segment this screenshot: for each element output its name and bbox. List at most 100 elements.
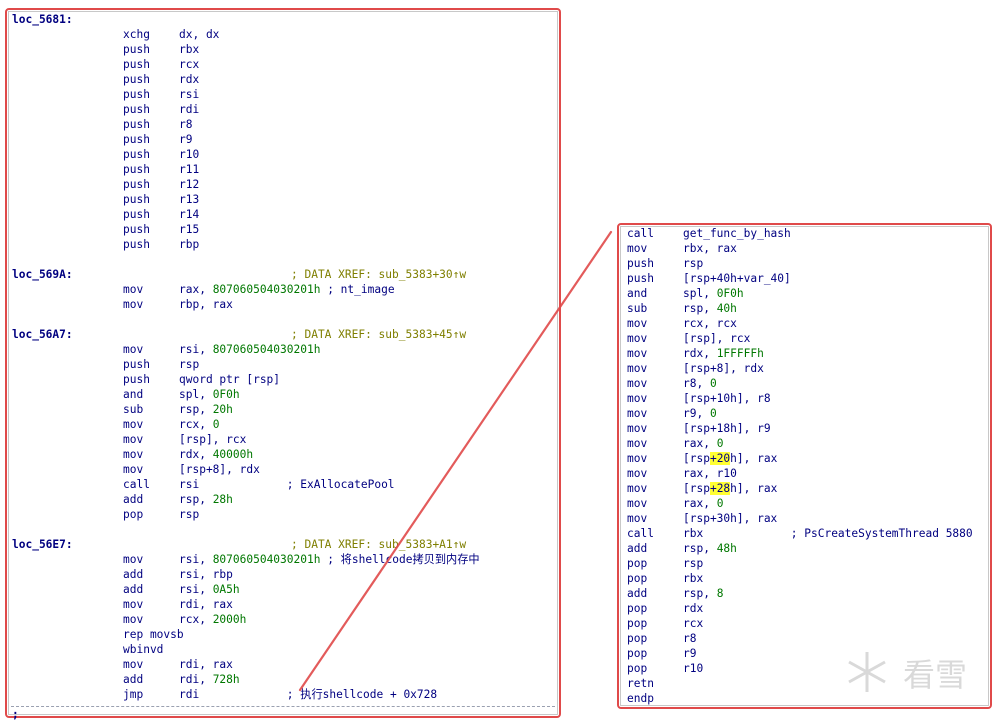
instruction-mnemonic: mov <box>123 448 144 461</box>
instruction-mnemonic: mov <box>123 553 144 566</box>
xref-comment: ; DATA XREF: sub_5383+30↑w <box>291 268 467 281</box>
watermark-text: 看雪 <box>903 656 967 694</box>
instruction-mnemonic: push <box>123 193 150 206</box>
operand-text: r10 <box>179 148 200 161</box>
instruction-operands: rcx <box>683 616 703 631</box>
numeric-literal: 807060504030201h <box>212 283 321 296</box>
instruction-operands: rax, 807060504030201h ; nt_image <box>179 282 395 297</box>
instruction-mnemonic: push <box>123 223 150 236</box>
instruction-mnemonic: jmp <box>123 688 144 701</box>
separator-mark: ; <box>12 708 19 721</box>
instruction-operands: [rsp], rcx <box>179 432 246 447</box>
instruction-operands: get_func_by_hash <box>683 226 791 241</box>
instruction-mnemonic: mov <box>627 452 648 465</box>
instruction-operands: rsi ; ExAllocatePool <box>179 477 395 492</box>
instruction-mnemonic: mov <box>627 467 648 480</box>
instruction-mnemonic: push <box>123 73 150 86</box>
operand-text: r8 <box>179 118 193 131</box>
instruction-mnemonic: mov <box>123 298 144 311</box>
operand-text: spl, <box>179 388 213 401</box>
numeric-literal: 40h <box>716 302 737 315</box>
instruction-operands: rbx <box>683 571 703 586</box>
instruction-operands: r11 <box>179 162 199 177</box>
instruction-operands: rcx, rcx <box>683 316 737 331</box>
operand-text: rdi, rax <box>179 658 233 671</box>
instruction-operands: rdx, 1FFFFFh <box>683 346 764 361</box>
instruction-mnemonic: mov <box>123 418 144 431</box>
operand-text: rax, <box>179 283 213 296</box>
operand-text: rsp <box>683 257 704 270</box>
operand-text: rdx <box>179 73 200 86</box>
code-label: loc_56A7: <box>12 328 73 341</box>
operand-text: rbx <box>683 527 704 540</box>
instruction-mnemonic: mov <box>123 283 144 296</box>
instruction-operands: rsp, 48h <box>683 541 737 556</box>
instruction-mnemonic: push <box>123 163 150 176</box>
operand-text: rsp, <box>179 403 213 416</box>
instruction-operands: [rsp], rcx <box>683 331 750 346</box>
operand-text: rcx, rcx <box>683 317 737 330</box>
operand-text: spl, <box>683 287 717 300</box>
instruction-mnemonic: endp <box>627 692 654 705</box>
instruction-operands: r8 <box>683 631 696 646</box>
operand-text: rsi, <box>179 343 213 356</box>
operand-text: r9 <box>683 647 697 660</box>
inline-comment: ; ExAllocatePool <box>199 478 395 491</box>
instruction-operands: rdi, rax <box>179 597 233 612</box>
operand-text: rsp, <box>683 542 717 555</box>
instruction-mnemonic: push <box>123 178 150 191</box>
instruction-operands: r9, 0 <box>683 406 717 421</box>
operand-text: rdx, <box>683 347 717 360</box>
inline-comment: ; nt_image <box>320 283 395 296</box>
panel-inner-border <box>8 11 558 715</box>
numeric-literal: 0 <box>716 437 724 450</box>
operand-text: [rsp+8], rdx <box>683 362 764 375</box>
operand-text: rbx, rax <box>683 242 737 255</box>
instruction-mnemonic: push <box>627 257 654 270</box>
instruction-mnemonic: mov <box>627 497 648 510</box>
xref-comment: ; DATA XREF: sub_5383+A1↑w <box>291 538 467 551</box>
instruction-mnemonic: sub <box>123 403 144 416</box>
operand-text: rsi <box>179 88 200 101</box>
instruction-operands: rbp <box>179 237 199 252</box>
operand-text: [rsp+10h], r8 <box>683 392 771 405</box>
operand-text: rcx, <box>179 613 213 626</box>
instruction-mnemonic: push <box>627 272 654 285</box>
instruction-operands: rdx <box>683 601 703 616</box>
operand-text: r14 <box>179 208 200 221</box>
operand-text: rax, r10 <box>683 467 737 480</box>
numeric-literal: 807060504030201h <box>212 553 321 566</box>
instruction-mnemonic: push <box>123 133 150 146</box>
operand-text: rax, <box>683 437 717 450</box>
instruction-operands: rsi, rbp <box>179 567 233 582</box>
instruction-mnemonic: mov <box>627 317 648 330</box>
operand-text: rcx, <box>179 418 213 431</box>
operand-text: rsp <box>179 508 200 521</box>
numeric-literal: 0 <box>716 497 724 510</box>
operand-text: [rsp], rcx <box>683 332 751 345</box>
instruction-operands: rcx <box>179 57 199 72</box>
instruction-operands: rsi, 0A5h <box>179 582 240 597</box>
instruction-operands: r8 <box>179 117 192 132</box>
operand-text: rsp, <box>179 493 213 506</box>
numeric-literal: 20h <box>212 403 233 416</box>
operand-highlight: +20 <box>709 452 731 465</box>
instruction-mnemonic: mov <box>123 613 144 626</box>
operand-text: [rsp+30h], rax <box>683 512 778 525</box>
instruction-mnemonic: mov <box>627 377 648 390</box>
operand-text: rcx <box>683 617 704 630</box>
operand-text: rsi, rbp <box>179 568 233 581</box>
instruction-mnemonic: and <box>123 388 144 401</box>
instruction-operands: rsi, 807060504030201h ; 将shellcode拷贝到内存中 <box>179 552 480 567</box>
operand-text: dx, dx <box>179 28 220 41</box>
instruction-mnemonic: call <box>627 227 654 240</box>
instruction-operands: [rsp+30h], rax <box>683 511 777 526</box>
operand-text: rsi, <box>179 553 213 566</box>
instruction-mnemonic: add <box>627 542 648 555</box>
instruction-operands: r13 <box>179 192 199 207</box>
operand-text: rdi, <box>179 673 213 686</box>
instruction-mnemonic: add <box>627 587 648 600</box>
instruction-operands: rax, r10 <box>683 466 737 481</box>
instruction-operands: rdi, 728h <box>179 672 240 687</box>
